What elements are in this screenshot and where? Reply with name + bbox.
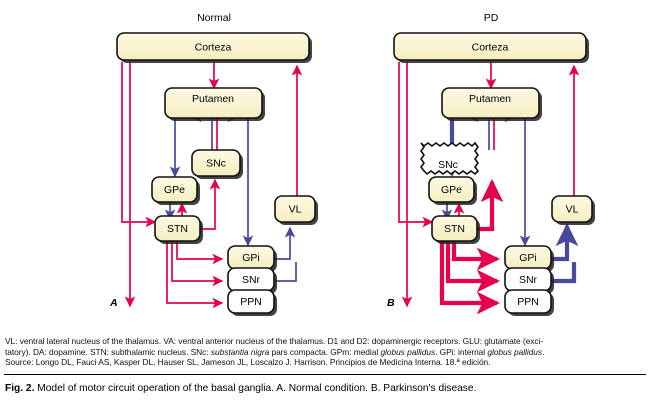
node-label-snc: SNc [206, 157, 226, 169]
node-label-snr: SNr [519, 274, 538, 286]
edge-stn-snr [171, 240, 224, 287]
legend-l2-italic-2: globus pallidus [380, 346, 436, 357]
edge-snr-vl [549, 262, 577, 284]
edge-gpi-vl [272, 226, 296, 260]
node-label-gpi: GPi [519, 252, 537, 264]
node-ppn-normal[interactable]: PPN [227, 289, 277, 316]
caption-text: Model of motor circuit operation of the … [37, 383, 477, 394]
node-label-snr: SNr [242, 274, 261, 286]
legend-l2-b: pars compacta. GPm: medial [269, 346, 381, 357]
node-corteza-normal[interactable]: Corteza [116, 32, 312, 63]
node-snc-normal[interactable]: SNc [191, 149, 243, 179]
node-label-snc: SNc [438, 159, 458, 171]
node-putamen-normal[interactable]: Putamen [164, 87, 265, 121]
node-label-gpe: GPe [164, 184, 185, 196]
edge-stn-ppn [166, 240, 224, 309]
node-label-ppn: PPN [240, 296, 262, 308]
legend-line-2: tatory). DA: dopamine. STN: subthalamic … [5, 347, 645, 358]
node-snr-pd[interactable]: SNr [504, 267, 554, 294]
panel-title-normal: Normal [197, 12, 231, 24]
node-stn-pd[interactable]: STN [431, 215, 480, 244]
node-label-ppn: PPN [517, 296, 539, 308]
node-label-stn: STN [167, 223, 188, 235]
node-label-vl: VL [289, 203, 302, 215]
node-snc-pd[interactable]: SNc [420, 141, 480, 176]
caption-figure-number: Fig. 2. [5, 383, 35, 394]
node-gpe-normal[interactable]: GPe [151, 176, 200, 205]
legend-line-1: VL: ventral lateral nucleus of the thala… [5, 336, 544, 346]
panel-title-pd: PD [484, 12, 499, 24]
edge-cortex-stn [398, 62, 434, 228]
diagram-figure: .ln-r{stroke:#e6004f;stroke-width:1.7;fi… [109, 12, 595, 316]
nodes-pd: Corteza Putamen SNc GPe [393, 32, 595, 316]
legend-l2-a: tatory). DA: dopamine. STN: subthalamic … [5, 346, 211, 357]
figure-legend: VL: ventral lateral nucleus of the thala… [5, 336, 645, 368]
caption-divider [4, 374, 646, 375]
node-vl-pd[interactable]: VL [551, 195, 595, 225]
node-label-corteza: Corteza [195, 41, 232, 53]
node-label-gpi: GPi [242, 252, 260, 264]
node-label-putamen: Putamen [192, 93, 234, 105]
legend-line-3: Source: Longo DL, Fauci AS, Kasper DL, H… [5, 357, 491, 368]
edge-gpi-vl [549, 223, 579, 262]
edge-stn-gpi [176, 240, 224, 265]
node-vl-normal[interactable]: VL [274, 195, 318, 225]
node-gpe-pd[interactable]: GPe [428, 176, 477, 205]
edge-snr-vl [272, 262, 297, 282]
node-ppn-pd[interactable]: PPN [504, 289, 554, 316]
node-corteza-pd[interactable]: Corteza [393, 32, 589, 63]
panel-letter-a: A [109, 297, 118, 309]
node-label-putamen: Putamen [469, 93, 511, 105]
edge-stn-ppn [439, 240, 500, 315]
legend-l2-c: . GPi: internal [435, 346, 488, 357]
node-label-corteza: Corteza [472, 41, 509, 53]
figure-caption: Fig. 2. Model of motor circuit operation… [5, 382, 645, 395]
legend-l2-d: . [542, 346, 545, 357]
node-snr-normal[interactable]: SNr [227, 267, 277, 294]
edge-cortex-stn [121, 62, 157, 228]
node-stn-normal[interactable]: STN [154, 215, 203, 244]
node-label-stn: STN [444, 223, 465, 235]
panel-normal: Normal [109, 12, 318, 316]
panel-letter-b: B [387, 297, 395, 309]
legend-l2-italic-3: globus pallidus [487, 346, 543, 357]
node-label-vl: VL [566, 203, 579, 215]
edge-stn-gpi [451, 240, 500, 271]
node-label-gpe: GPe [441, 184, 462, 196]
nodes-normal: Corteza Putamen SNc GPe [116, 32, 318, 316]
node-putamen-pd[interactable]: Putamen [441, 87, 542, 121]
legend-l2-italic-1: substantia nigra [210, 346, 270, 357]
basal-ganglia-diagram: .ln-r{stroke:#e6004f;stroke-width:1.7;fi… [109, 12, 595, 316]
panel-pd: PD [387, 12, 595, 316]
edge-stn-snr [445, 240, 500, 293]
node-gpi-pd[interactable]: GPi [504, 245, 554, 272]
